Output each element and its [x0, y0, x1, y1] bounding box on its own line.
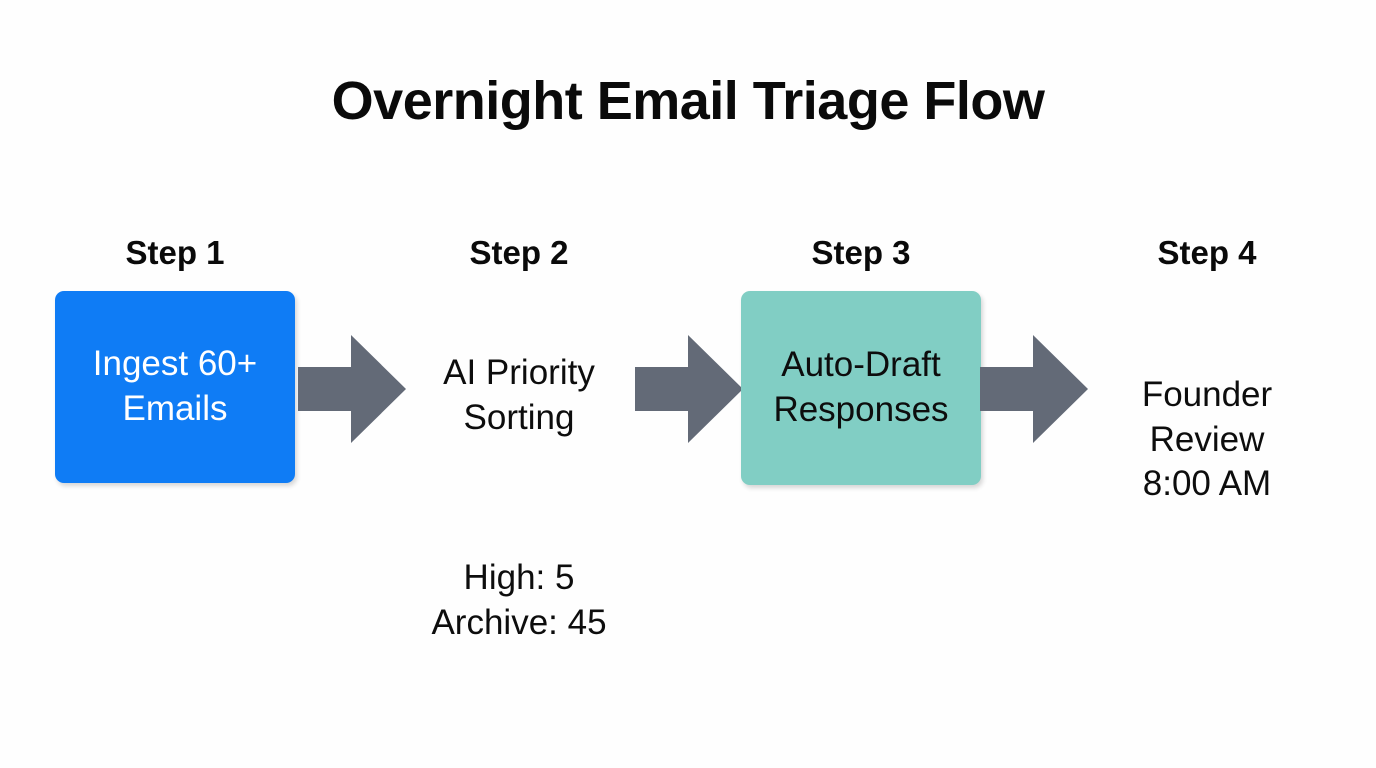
step-3-column: Step 3: [741, 234, 981, 272]
arrow-1-icon: [298, 335, 406, 443]
step-4-node-text: Founder Review 8:00 AM: [1141, 374, 1273, 504]
step-2-spacer: [399, 485, 639, 511]
step-2-node-text: AI Priority Sorting: [443, 352, 595, 437]
step-3-label: Step 3: [811, 234, 911, 271]
step-2-metrics-text: High: 5 Archive: 45: [431, 557, 607, 642]
step-4-label: Step 4: [1157, 234, 1257, 271]
step-2-node-sorting: AI Priority Sorting High: 5 Archive: 45: [399, 306, 639, 690]
step-1-column: Step 1: [55, 234, 295, 272]
step-1-node-text: Ingest 60+ Emails: [92, 344, 258, 428]
step-4-node-review: Founder Review 8:00 AM: [1087, 328, 1327, 552]
arrow-3-icon: [980, 335, 1088, 443]
page-title: Overnight Email Triage Flow: [331, 71, 1045, 131]
step-4-column: Step 4: [1087, 234, 1327, 272]
step-1-node-ingest[interactable]: Ingest 60+ Emails: [55, 291, 295, 483]
step-1-label: Step 1: [125, 234, 225, 271]
step-3-node-autodraft[interactable]: Auto-Draft Responses: [741, 291, 981, 485]
step-3-node-text: Auto-Draft Responses: [773, 345, 949, 429]
arrow-2-icon: [635, 335, 743, 443]
step-2-column: Step 2: [399, 234, 639, 272]
step-2-label: Step 2: [469, 234, 569, 271]
